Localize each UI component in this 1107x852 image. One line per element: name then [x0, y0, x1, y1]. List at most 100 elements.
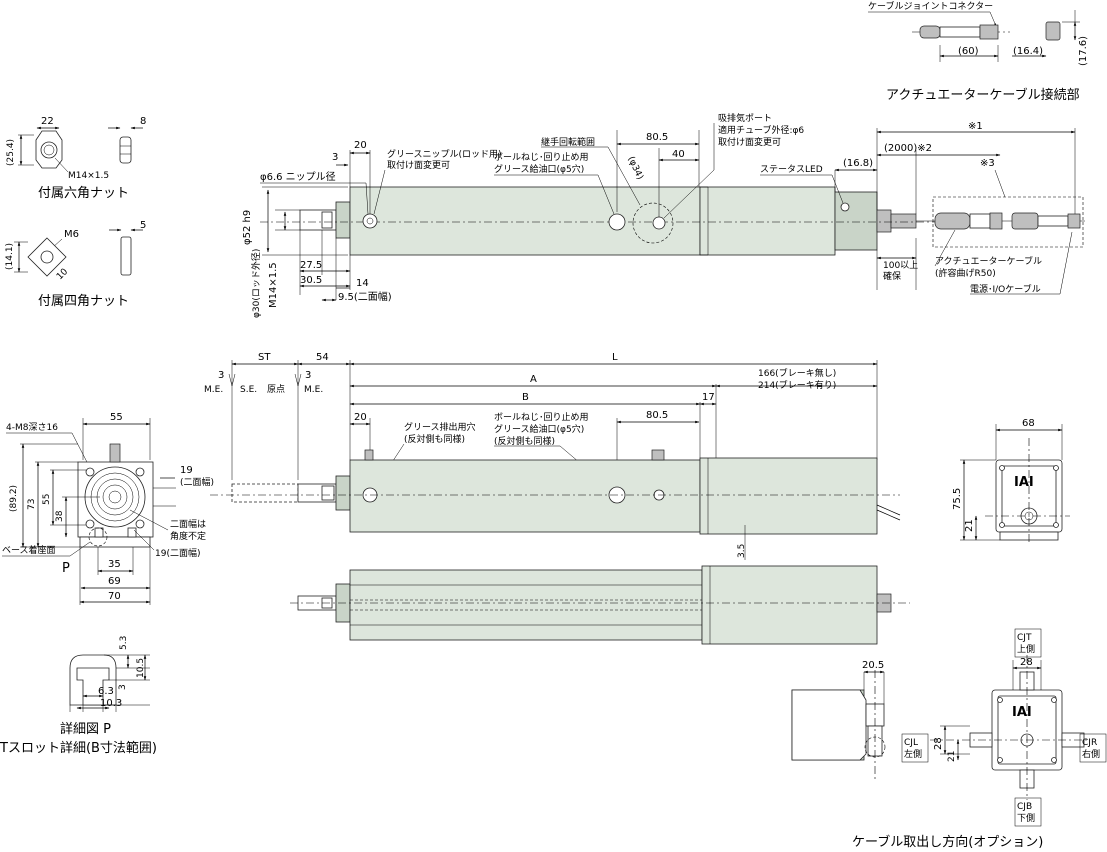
ev-dim-55: 55: [110, 412, 123, 423]
grease-nipple2: 取付け面変更可: [387, 159, 450, 171]
dim-100: 100以上: [883, 260, 918, 271]
joint-range: 継手回転範囲: [541, 136, 595, 148]
fv-dim-17: 17: [702, 392, 715, 403]
ev-dim-70: 70: [108, 591, 121, 602]
dim-10-5: 10.5: [136, 658, 146, 678]
connector-detail: ケーブルジョイントコネクター (60) (16.4) (17.6) アクチュエー…: [868, 0, 1089, 103]
dim-16-4: (16.4): [1013, 46, 1043, 57]
tap: 4-M8深さ16: [6, 422, 58, 433]
dim-60: (60): [958, 46, 979, 57]
ev-dim-19c: 19(二面幅): [155, 547, 200, 559]
dim-100b: 確保: [883, 270, 901, 282]
vent-port3: 取付け面変更可: [718, 136, 781, 148]
me: M.E.: [204, 385, 223, 395]
power-cable: 電源･I/Oケーブル: [970, 283, 1041, 295]
ev-p: P: [62, 561, 70, 576]
bottom-view: [290, 565, 910, 645]
ev-dim-38: 38: [55, 510, 65, 522]
hex-nut-detail: 22 (25.4) M14×1.5 8 付属六角ナット: [6, 116, 146, 201]
tv-grease-port: グリース給油口(φ5穴): [494, 163, 584, 175]
fv-dim-20: 20: [354, 412, 367, 423]
dim-25-4: (25.4): [6, 139, 16, 166]
cjt2: 上側: [1017, 643, 1035, 655]
fv-L: L: [612, 352, 618, 363]
fv-B: B: [522, 392, 529, 403]
home: 原点: [267, 384, 285, 395]
detail-p: 5.3 10.5 3 6.3 10.3 詳細図 P Tスロット詳細(B寸法範囲): [0, 636, 157, 756]
me-dim-21: 21: [964, 519, 975, 532]
fv-A: A: [530, 374, 537, 385]
cjb: CJB: [1017, 802, 1032, 812]
ev-dim-19: 19: [180, 465, 193, 476]
fv-grease-port: グリース給油口(φ5穴): [494, 423, 584, 435]
cjt: CJT: [1017, 633, 1032, 643]
note3: ※3: [980, 158, 995, 169]
tv-ball-screw: ボールねじ･回り止め用: [494, 151, 589, 163]
dim-214: 214(ブレーキ有り): [758, 379, 836, 391]
cjl: CJL: [904, 738, 918, 748]
fv-dim-3a: 3: [218, 370, 224, 381]
grease-nipple: グリースニップル(ロッド用): [387, 148, 502, 160]
top-view: 20 3 グリースニップル(ロッド用) 取付け面変更可 φ6.6 ニップル径 φ…: [242, 112, 1085, 318]
dim-5-3: 5.3: [119, 636, 129, 650]
ev-dim-89-2: (89.2): [9, 485, 19, 512]
dim-16-8: (16.8): [843, 158, 873, 169]
ev-dim-19b: (二面幅): [180, 476, 214, 488]
tv-dim-40: 40: [672, 149, 685, 160]
dim-2000: (2000)※2: [884, 143, 932, 154]
dim-30-5: 30.5: [300, 275, 322, 286]
rod-thread: M14×1.5: [268, 262, 279, 308]
cable-dir-title: ケーブル取出し方向(オプション): [852, 834, 1043, 850]
sq-thread: M6: [64, 229, 79, 240]
base: ベース着座面: [2, 544, 56, 556]
rod-dia: φ30(ロッド外径): [250, 249, 262, 318]
me-dim-68: 68: [1022, 418, 1035, 429]
square-nut-detail: M6 (14.1) 10 5 付属四角ナット: [5, 220, 146, 309]
grease-drain2: (反対側も同様): [404, 433, 465, 445]
dim-166: 166(ブレーキ無し): [758, 367, 836, 379]
act-cable2: (許容曲げR50): [935, 267, 996, 279]
d52: φ52 h9: [242, 210, 253, 245]
cd-dim-28v: 28: [933, 737, 944, 750]
dim-34: (φ34): [625, 155, 644, 181]
act-cable: アクチュエーターケーブル: [935, 255, 1042, 267]
motor-end-view: 68 IAI 75.5 21: [952, 418, 1070, 545]
fv-dim-80-5: 80.5: [646, 410, 668, 421]
cd-dim-28: 28: [1020, 657, 1033, 668]
fv-dim-3b: 3: [305, 370, 311, 381]
grease-drain: グリース排出用穴: [404, 421, 476, 433]
dim-6-3: 6.3: [98, 686, 114, 697]
flat-note: 二面幅は: [170, 518, 206, 530]
status-led: ステータスLED: [760, 164, 823, 175]
ev-dim-73: 73: [27, 499, 37, 510]
flat-note2: 角度不定: [170, 530, 206, 542]
se: S.E.: [240, 385, 257, 395]
tv-dim-20: 20: [354, 140, 367, 151]
dim-17-6: (17.6): [1078, 36, 1089, 66]
fv-ball-screw: ボールねじ･回り止め用: [494, 411, 589, 423]
cd-dim-21: 21: [947, 751, 957, 762]
connector-title: アクチュエーターケーブル接続部: [886, 87, 1080, 103]
tv-dim-80-5: 80.5: [646, 132, 668, 143]
cjr: CJR: [1082, 738, 1097, 748]
cjl2: 左側: [904, 748, 922, 760]
cjr2: 右側: [1082, 748, 1100, 760]
hex-nut-title: 付属六角ナット: [38, 186, 129, 201]
dp-dim-3: 3: [118, 684, 128, 690]
square-nut-title: 付属四角ナット: [38, 294, 129, 309]
cjb2: 下側: [1017, 812, 1035, 824]
note1: ※1: [968, 121, 983, 132]
end-view: 4-M8深さ16 55 (89.2) 73 55 38 19: [2, 412, 214, 605]
fv-dim-3-5: 3.5: [737, 544, 747, 558]
me-dim-75-5: 75.5: [952, 488, 963, 510]
front-view: ST 54 L 3 3 M.E. S.E. 原点 M.E. A 166(ブレーキ…: [204, 352, 901, 560]
cd-dim-20-5: 20.5: [862, 660, 884, 671]
fv-dim-54: 54: [316, 352, 329, 363]
dim-27-5: 27.5: [300, 260, 322, 271]
st: ST: [258, 352, 271, 363]
dim-8: 8: [140, 116, 146, 127]
dim-10-3: 10.3: [100, 698, 122, 709]
dim-14-1: (14.1): [5, 243, 15, 270]
cable-direction: 20.5 IAI 28 28 21 CJT 上側 CJL 左側 CJR 右側: [791, 628, 1107, 850]
